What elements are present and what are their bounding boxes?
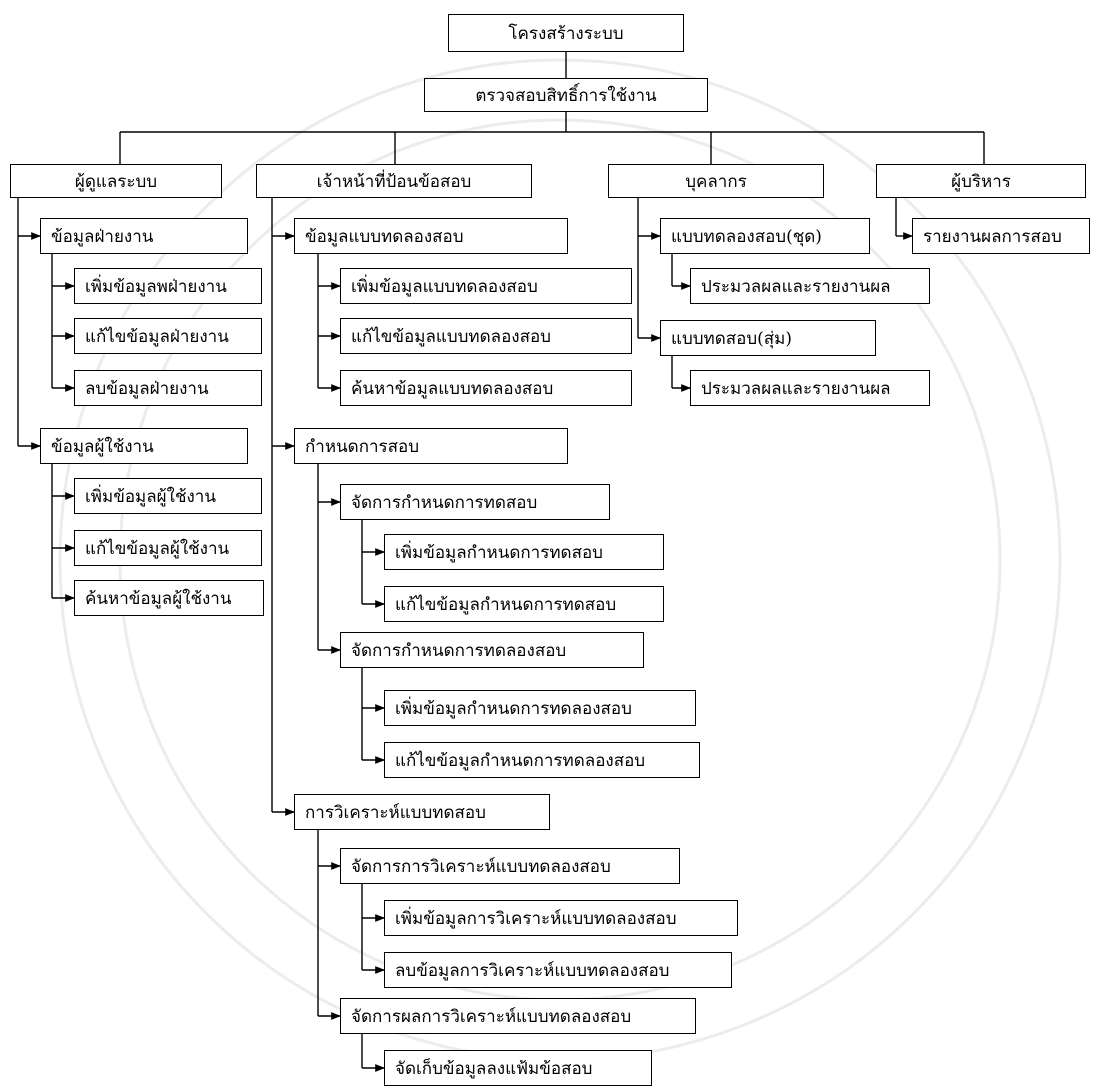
edit-test-schedule-node: แก้ไขข้อมูลกำหนดการทดสอบ (384, 586, 664, 622)
auth-node: ตรวจสอบสิทธิ์การใช้งาน (424, 78, 708, 112)
root-node: โครงสร้างระบบ (448, 14, 684, 52)
delete-analysis-node: ลบข้อมูลการวิเคราะห์แบบทดลองสอบ (384, 952, 732, 988)
manage-analysis-results-node: จัดการผลการวิเคราะห์แบบทดลองสอบ (340, 998, 696, 1034)
store-in-exam-bank-node: จัดเก็บข้อมูลลงแฟ้มข้อสอบ (384, 1050, 652, 1086)
add-test-schedule-node: เพิ่มข้อมูลกำหนดการทดสอบ (384, 534, 664, 570)
executive-node: ผู้บริหาร (876, 164, 1086, 198)
personnel-node: บุคลากร (608, 164, 824, 198)
admin-node: ผู้ดูแลระบบ (10, 164, 222, 198)
add-practice-test-node: เพิ่มข้อมูลแบบทดลองสอบ (340, 268, 632, 304)
add-analysis-node: เพิ่มข้อมูลการวิเคราะห์แบบทดลองสอบ (384, 900, 738, 936)
test-analysis-node: การวิเคราะห์แบบทดสอบ (294, 794, 550, 830)
practice-test-data-node: ข้อมูลแบบทดลองสอบ (294, 218, 568, 254)
manage-test-schedule-node: จัดการกำหนดการทดสอบ (340, 484, 610, 520)
add-practice-schedule-node: เพิ่มข้อมูลกำหนดการทดลองสอบ (384, 690, 696, 726)
manage-practice-schedule-node: จัดการกำหนดการทดลองสอบ (340, 632, 644, 668)
exam-report-node: รายงานผลการสอบ (912, 218, 1090, 254)
edit-department-node: แก้ไขข้อมูลฝ่ายงาน (74, 318, 262, 354)
exam-schedule-node: กำหนดการสอบ (294, 428, 568, 464)
edit-user-node: แก้ไขข้อมูลผู้ใช้งาน (74, 530, 262, 566)
process-report-node-2: ประมวลผลและรายงานผล (690, 370, 930, 406)
delete-department-node: ลบข้อมูลฝ่ายงาน (74, 370, 262, 406)
practice-set-node: แบบทดลองสอบ(ชุด) (660, 218, 870, 254)
officer-node: เจ้าหน้าที่ป้อนข้อสอบ (256, 164, 532, 198)
add-user-node: เพิ่มข้อมูลผู้ใช้งาน (74, 478, 262, 514)
edit-practice-schedule-node: แก้ไขข้อมูลกำหนดการทดลองสอบ (384, 742, 700, 778)
department-data-node: ข้อมูลฝ่ายงาน (40, 218, 248, 254)
add-department-node: เพิ่มข้อมูลพฝ่ายงาน (74, 268, 262, 304)
random-test-node: แบบทดสอบ(สุ่ม) (660, 320, 876, 356)
edit-practice-test-node: แก้ไขข้อมูลแบบทดลองสอบ (340, 318, 632, 354)
manage-analysis-node: จัดการการวิเคราะห์แบบทดลองสอบ (340, 848, 680, 884)
search-practice-test-node: ค้นหาข้อมูลแบบทดลองสอบ (340, 370, 632, 406)
process-report-node-1: ประมวลผลและรายงานผล (690, 268, 930, 304)
search-user-node: ค้นหาข้อมูลผู้ใช้งาน (74, 580, 264, 616)
user-data-node: ข้อมูลผู้ใช้งาน (40, 428, 248, 464)
